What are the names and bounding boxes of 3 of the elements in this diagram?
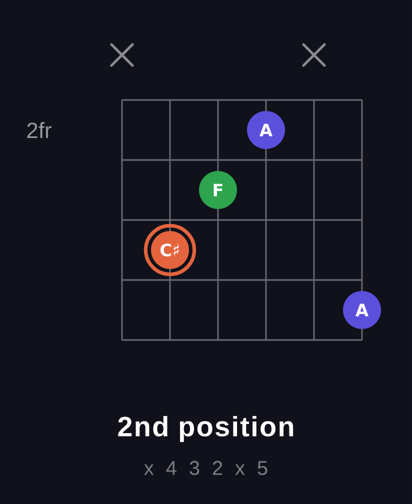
title: 2nd position [118, 416, 294, 442]
fret-number: 2fr [27, 122, 52, 138]
fingering-text: x 4 3 2 x 5 [144, 460, 268, 476]
